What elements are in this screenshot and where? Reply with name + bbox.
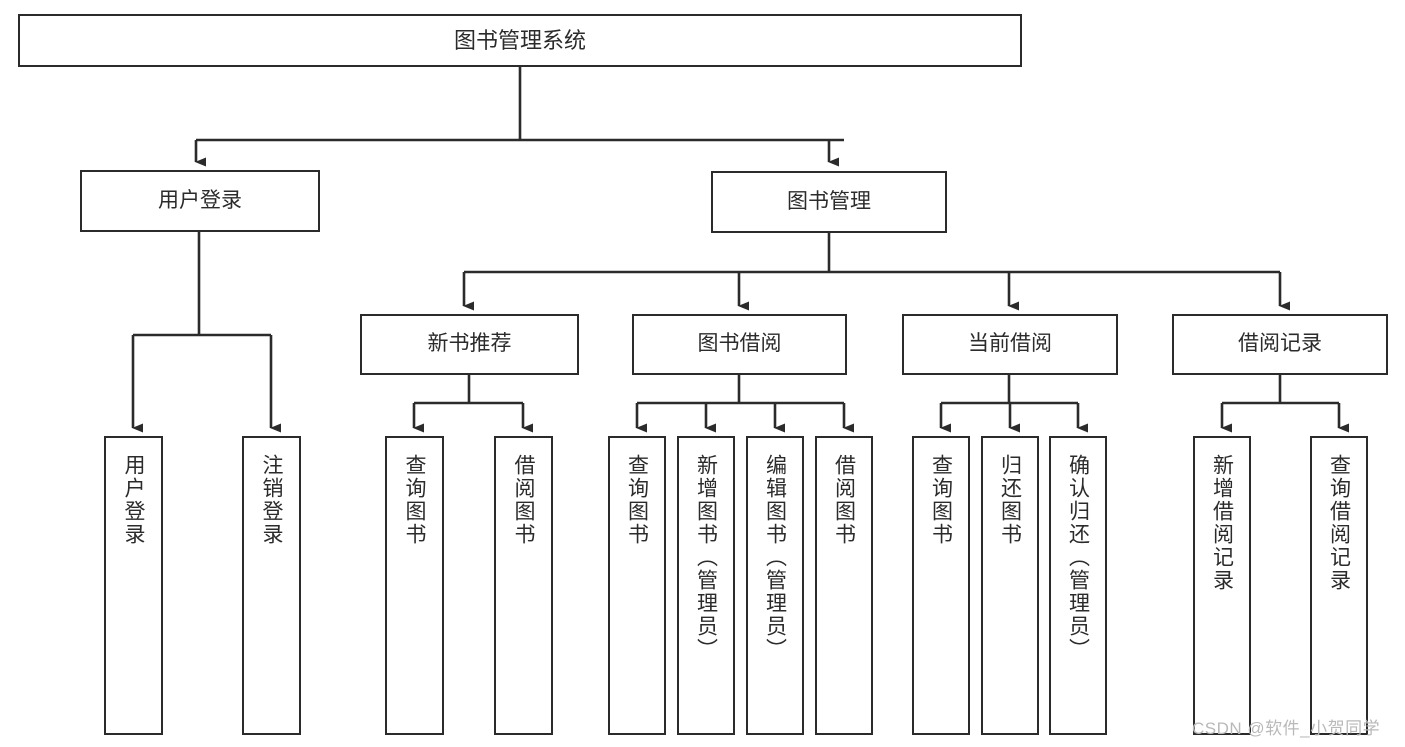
- node-label: 查询图书: [403, 454, 426, 546]
- leaf-book-borrow-add-book-admin[interactable]: 新增图书（管理员）: [677, 436, 735, 735]
- node-label: 查询借阅记录: [1327, 454, 1351, 592]
- node-label: 新增借阅记录: [1210, 454, 1234, 592]
- node-label: 借阅图书: [832, 454, 856, 546]
- node-label: 借阅记录: [1238, 332, 1322, 356]
- leaf-current-borrow-confirm-return-admin[interactable]: 确认归还（管理员）: [1049, 436, 1107, 735]
- node-label: 用户登录: [158, 188, 242, 212]
- node-label: 用户登录: [122, 454, 145, 546]
- leaf-borrow-record-add-record[interactable]: 新增借阅记录: [1193, 436, 1251, 735]
- node-label: 图书借阅: [697, 332, 782, 356]
- leaf-current-borrow-query-book[interactable]: 查询图书: [912, 436, 970, 735]
- node-label: 新书推荐: [427, 332, 512, 356]
- leaf-new-book-borrow-book[interactable]: 借阅图书: [494, 436, 553, 735]
- node-book-management[interactable]: 图书管理: [711, 171, 947, 233]
- leaf-borrow-record-query-record[interactable]: 查询借阅记录: [1310, 436, 1368, 735]
- leaf-current-borrow-return-book[interactable]: 归还图书: [981, 436, 1039, 735]
- node-new-book-recommend[interactable]: 新书推荐: [360, 314, 579, 375]
- node-label: 查询图书: [929, 454, 953, 546]
- node-label: 图书管理: [787, 189, 871, 213]
- node-label: 注销登录: [260, 454, 283, 546]
- node-book-borrow[interactable]: 图书借阅: [632, 314, 847, 375]
- node-label: 借阅图书: [512, 454, 535, 546]
- node-label: 确认归还（管理员）: [1066, 454, 1090, 661]
- node-label: 归还图书: [998, 454, 1022, 546]
- leaf-new-book-query-book[interactable]: 查询图书: [385, 436, 444, 735]
- leaf-user-login-logout[interactable]: 注销登录: [242, 436, 301, 735]
- node-label: 编辑图书（管理员）: [763, 454, 787, 661]
- node-label: 图书管理系统: [453, 27, 586, 53]
- node-user-login[interactable]: 用户登录: [80, 170, 320, 232]
- leaf-book-borrow-borrow-book[interactable]: 借阅图书: [815, 436, 873, 735]
- leaf-book-borrow-query-book[interactable]: 查询图书: [608, 436, 666, 735]
- leaf-book-borrow-edit-book-admin[interactable]: 编辑图书（管理员）: [746, 436, 804, 735]
- node-root-book-management-system[interactable]: 图书管理系统: [18, 14, 1022, 67]
- node-label: 查询图书: [625, 454, 649, 546]
- csdn-watermark: CSDN @软件_小贺同学: [1192, 719, 1381, 738]
- node-label: 新增图书（管理员）: [694, 454, 718, 661]
- node-current-borrow[interactable]: 当前借阅: [902, 314, 1118, 375]
- leaf-user-login-login[interactable]: 用户登录: [104, 436, 163, 735]
- node-label: 当前借阅: [968, 332, 1052, 356]
- node-borrow-record[interactable]: 借阅记录: [1172, 314, 1388, 375]
